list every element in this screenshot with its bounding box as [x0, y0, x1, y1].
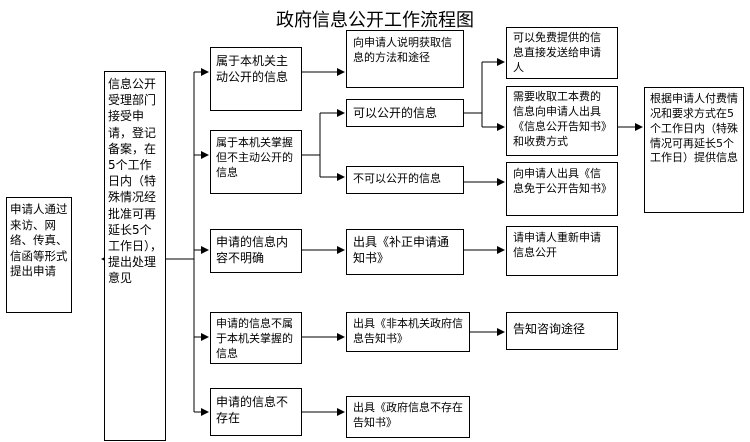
- resubmit-text: 请申请人重新申请信息公开: [513, 231, 601, 259]
- box-can-disclose: 可以公开的信息: [346, 99, 464, 127]
- accept-text: 信息公开受理部门接受申请，登记备案，在5个工作日内（特殊情况经批准可再延长5个工…: [108, 77, 163, 286]
- consult-text: 告知咨询途径: [513, 322, 586, 336]
- free-send-text: 可以免费提供的信息直接发送给申请人: [513, 31, 601, 74]
- box-provide: 根据申请人付费情况和要求方式在5个工作日内（特殊情况可再延长5个工作日）提供信息: [644, 87, 744, 213]
- box-resubmit: 请申请人重新申请信息公开: [506, 226, 618, 276]
- box-accept: 信息公开受理部门接受申请，登记备案，在5个工作日内（特殊情况经批准可再延长5个工…: [104, 71, 166, 441]
- box-exempt-notice: 向申请人出具《信息免于公开告知书》: [506, 162, 618, 216]
- fee-notice-text: 需要收取工本费的信息向申请人出具《信息公开告知书》和收费方式: [513, 90, 607, 148]
- box-cat-active: 属于本机关主动公开的信息: [210, 47, 302, 111]
- box-free-send: 可以免费提供的信息直接发送给申请人: [506, 27, 618, 79]
- applicant-text: 申请人通过来访、网络、传真、信函等形式提出申请: [10, 202, 68, 279]
- box-cat-held: 属于本机关掌握但不主动公开的信息: [210, 130, 302, 194]
- cannot-disclose-text: 不可以公开的信息: [353, 172, 441, 185]
- box-explain-method: 向申请人说明获取信息的方法和途径: [346, 30, 464, 88]
- cat-held-text: 属于本机关掌握但不主动公开的信息: [216, 136, 293, 179]
- non-agency-text: 出具《非本机关政府信息告知书》: [353, 317, 463, 345]
- box-consult: 告知咨询途径: [506, 312, 618, 350]
- can-disclose-text: 可以公开的信息: [353, 106, 438, 120]
- provide-text: 根据申请人付费情况和要求方式在5个工作日内（特殊情况可再延长5个工作日）提供信息: [650, 92, 738, 165]
- explain-method-text: 向申请人说明获取信息的方法和途径: [353, 36, 452, 64]
- box-cannot-disclose: 不可以公开的信息: [346, 166, 464, 194]
- box-supplement: 出具《补正申请通知书》: [346, 229, 464, 275]
- box-non-agency: 出具《非本机关政府信息告知书》: [346, 312, 470, 352]
- box-not-exist: 出具《政府信息不存在告知书》: [346, 396, 470, 438]
- cat-nonexist-text: 申请的信息不存在: [216, 395, 289, 426]
- supplement-text: 出具《补正申请通知书》: [353, 235, 450, 266]
- cat-not-held-text: 申请的信息不属于本机关掌握的信息: [216, 317, 293, 360]
- box-cat-unclear: 申请的信息内容不明确: [210, 229, 302, 273]
- box-cat-nonexist: 申请的信息不存在: [210, 388, 302, 436]
- cat-unclear-text: 申请的信息内容不明确: [216, 235, 289, 266]
- box-fee-notice: 需要收取工本费的信息向申请人出具《信息公开告知书》和收费方式: [506, 86, 618, 156]
- cat-active-text: 属于本机关主动公开的信息: [216, 54, 289, 85]
- box-cat-not-held: 申请的信息不属于本机关掌握的信息: [210, 312, 302, 364]
- chart-title: 政府信息公开工作流程图: [276, 10, 474, 31]
- box-applicant: 申请人通过来访、网络、传真、信函等形式提出申请: [6, 197, 72, 313]
- exempt-notice-text: 向申请人出具《信息免于公开告知书》: [513, 167, 612, 195]
- not-exist-text: 出具《政府信息不存在告知书》: [353, 401, 463, 429]
